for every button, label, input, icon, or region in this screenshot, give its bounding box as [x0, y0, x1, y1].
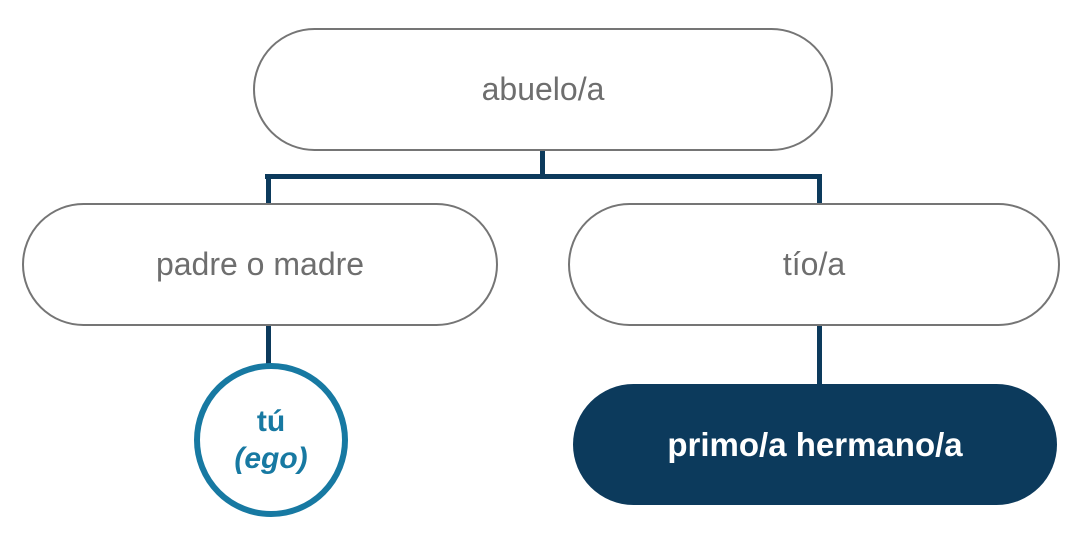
- node-ego-label-tu: tú: [256, 404, 286, 438]
- node-tio-label: tío/a: [782, 246, 846, 282]
- node-ego-circle: tú (ego): [194, 363, 348, 517]
- node-primo-label: primo/a hermano/a: [667, 425, 963, 463]
- connector-tio-to-primo: [817, 325, 822, 385]
- connector-drop-to-tio: [817, 177, 822, 204]
- node-abuelo-label: abuelo/a: [481, 71, 605, 107]
- node-primo-hermano: primo/a hermano/a: [573, 384, 1057, 505]
- node-tio: tío/a: [568, 203, 1060, 326]
- connector-abuelo-down: [540, 150, 545, 179]
- connector-padre-to-ego: [266, 325, 271, 365]
- node-abuelo: abuelo/a: [253, 28, 833, 151]
- connector-horizontal-bar: [265, 174, 822, 179]
- connector-drop-to-padre: [266, 177, 271, 204]
- node-padre-label: padre o madre: [155, 246, 365, 282]
- node-ego-label-ego: (ego): [234, 442, 308, 475]
- node-padre-o-madre: padre o madre: [22, 203, 498, 326]
